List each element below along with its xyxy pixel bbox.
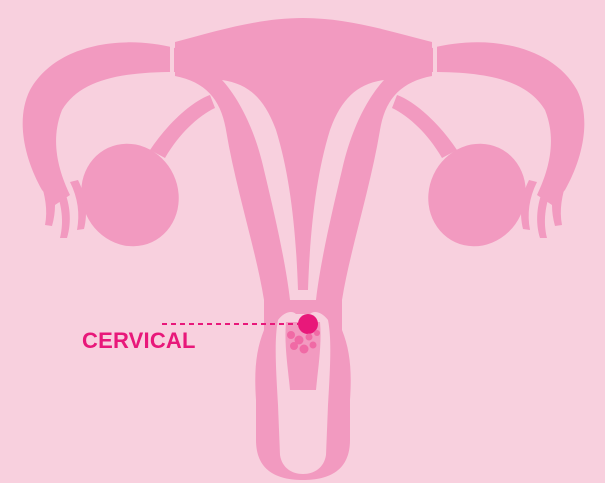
tumor-cell-icon [306, 334, 313, 341]
tumor-cell-icon [310, 342, 317, 349]
tumor-cell-icon [314, 330, 320, 336]
cervical-label: CERVICAL [82, 328, 196, 354]
right-ovary [412, 128, 543, 263]
left-ovary [65, 128, 196, 263]
tumor-cell-icon [300, 345, 309, 354]
tumor-cell-icon [290, 342, 298, 350]
left-ovarian-ligament [150, 95, 215, 158]
right-ovarian-ligament [392, 95, 457, 158]
tumor-cell-icon [287, 331, 295, 339]
